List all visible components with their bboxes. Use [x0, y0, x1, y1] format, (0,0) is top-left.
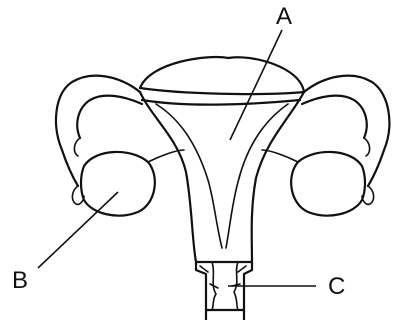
label-b: B [12, 267, 28, 294]
label-c: C [328, 273, 345, 300]
uterus-fundus-outline [140, 57, 304, 92]
fundus-band [140, 88, 304, 105]
left-fallopian-tube-inner [77, 96, 142, 138]
uterus-left-wall [140, 92, 196, 262]
right-ovarian-ligament [262, 150, 298, 162]
uterus-right-wall [252, 92, 304, 262]
right-fallopian-tube [304, 76, 389, 186]
right-ovary [291, 152, 365, 216]
left-fallopian-tube [56, 76, 140, 186]
label-a: A [276, 3, 292, 30]
left-ovary [81, 152, 155, 216]
label-b-leader [38, 192, 118, 268]
right-fallopian-tube-inner [302, 96, 367, 138]
uterine-cavity [156, 104, 288, 248]
vagina-outline [206, 310, 244, 320]
label-a-leader [230, 30, 282, 140]
